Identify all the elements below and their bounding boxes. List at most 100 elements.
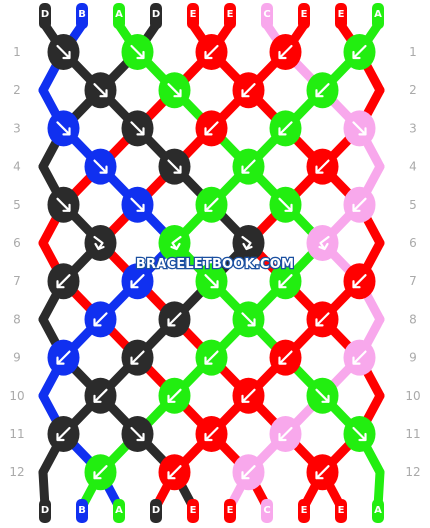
knot-arrow-icon [56, 121, 71, 136]
bottom-strand-tab [187, 499, 199, 523]
knot-arrow-icon [278, 426, 293, 442]
bottom-strand-tab [113, 499, 125, 523]
top-strand-label: D [152, 9, 160, 20]
knot [269, 34, 302, 70]
knot [306, 377, 339, 414]
knot-arrow-icon [167, 312, 182, 327]
top-strand-tab [113, 3, 125, 29]
knot-arrow-icon [204, 121, 219, 136]
knot [195, 110, 228, 147]
row-number-left: 12 [9, 465, 24, 479]
top-strand-label: B [78, 9, 86, 20]
knot [269, 186, 302, 223]
bottom-strand-label: A [115, 505, 123, 516]
knot [269, 263, 302, 300]
knot-arrow-icon [167, 83, 182, 98]
knot-arrow-icon [56, 426, 71, 442]
bottom-strand-label: C [263, 505, 270, 516]
top-strand-5: E [187, 3, 199, 29]
knot-arrow-icon [130, 350, 145, 365]
row-number-left: 3 [13, 121, 21, 135]
row-number-left: 2 [13, 83, 21, 97]
knot-arrow-icon [167, 465, 182, 480]
knot [306, 225, 339, 261]
knot [269, 339, 302, 376]
knot [121, 110, 154, 147]
row-number-right: 3 [409, 121, 417, 135]
top-strand-label: C [263, 9, 270, 20]
bottom-strand-9: E [335, 499, 347, 523]
knot-circle [158, 225, 191, 261]
bottom-strand-tab [372, 499, 384, 523]
top-strand-tab [76, 3, 88, 29]
knot-arrow-icon [352, 274, 367, 289]
knot-arrow-icon [93, 388, 108, 403]
knot [195, 339, 228, 376]
knot [84, 148, 117, 185]
knot-arrow-icon [315, 312, 330, 327]
knot [158, 377, 191, 414]
bottom-strand-tab [224, 499, 236, 523]
knot-arrow-icon [278, 44, 293, 60]
top-strand-label: A [374, 9, 382, 20]
knot [306, 301, 339, 338]
knot-arrow-icon [204, 350, 219, 365]
knot [306, 72, 339, 109]
knot-arrow-icon [241, 159, 256, 174]
knot [121, 416, 154, 452]
knot [269, 416, 302, 452]
top-strand-label: E [301, 9, 308, 20]
top-strand-2: B [76, 3, 88, 29]
bottom-strand-7: C [261, 499, 273, 523]
knot [84, 377, 117, 414]
row-number-left: 6 [13, 236, 21, 250]
knot-arrow-icon [167, 159, 182, 174]
knot-circle [232, 225, 265, 261]
knot [306, 148, 339, 185]
knot-arrow-icon [56, 274, 71, 289]
bottom-strand-5: E [187, 499, 199, 523]
knot-arrow-icon [93, 235, 105, 251]
knot-arrow-icon [204, 44, 219, 60]
bottom-strand-3: A [113, 499, 125, 523]
bottom-strand-1: D [39, 499, 51, 523]
top-strand-tab [372, 3, 384, 29]
knot [195, 186, 228, 223]
knot-arrow-icon [278, 274, 293, 289]
knot [84, 454, 117, 491]
row-number-right: 11 [405, 427, 420, 441]
knot-arrow-icon [204, 426, 219, 442]
row-number-left: 7 [13, 274, 21, 288]
knot-arrow-icon [241, 465, 256, 480]
knot [47, 339, 80, 376]
bottom-strand-tab [298, 499, 310, 523]
knot-arrow-icon [93, 465, 108, 480]
knot-arrow-icon [318, 235, 330, 251]
knot [158, 225, 191, 261]
knot [343, 110, 376, 147]
knot [232, 148, 265, 185]
knot-arrow-icon [93, 83, 108, 98]
top-strand-tab [261, 3, 273, 29]
knot-arrow-icon [204, 274, 219, 289]
knot-circle [306, 225, 339, 261]
top-strand-tab [39, 3, 51, 29]
knot [47, 34, 80, 70]
top-strand-tab [335, 3, 347, 29]
top-strand-label: A [115, 9, 123, 20]
top-strand-label: E [338, 9, 345, 20]
knot-layer [47, 34, 376, 491]
knot [343, 186, 376, 223]
knot [84, 72, 117, 109]
row-number-left: 10 [9, 389, 24, 403]
knot-arrow-icon [130, 197, 145, 212]
knot [232, 72, 265, 109]
bottom-strand-label: E [227, 505, 234, 516]
watermark-text: BRACELETBOOK.COM [136, 257, 294, 272]
knot-arrow-icon [56, 44, 71, 60]
knot [84, 225, 117, 261]
top-strand-7: C [261, 3, 273, 29]
knot [47, 416, 80, 452]
top-strand-tab [187, 3, 199, 29]
